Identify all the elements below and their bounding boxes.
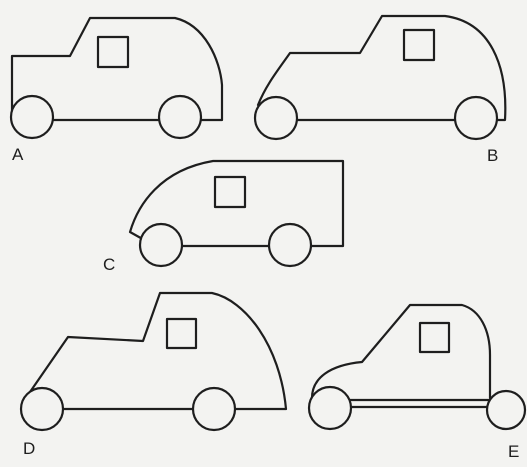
label-a: A (12, 146, 23, 163)
car-e-window (420, 323, 449, 352)
car-e-front-wheel (309, 387, 351, 429)
car-d-body (30, 293, 286, 409)
car-e-body (312, 305, 490, 398)
car-c-rear-wheel (269, 224, 311, 266)
car-d-front-wheel (21, 388, 63, 430)
car-b-front-wheel (255, 97, 297, 139)
car-d-window (167, 319, 196, 348)
car-a-rear-wheel (159, 96, 201, 138)
car-c-window (215, 177, 245, 207)
car-d (21, 293, 286, 430)
label-b: B (487, 147, 498, 164)
car-e-rear-wheel (487, 391, 525, 429)
label-c: C (103, 256, 115, 273)
car-a (11, 18, 222, 138)
car-b-window (404, 30, 434, 60)
car-a-front-wheel (11, 96, 53, 138)
car-d-rear-wheel (193, 388, 235, 430)
car-b (255, 16, 505, 139)
car-a-window (98, 37, 128, 67)
car-e (309, 305, 525, 429)
label-d: D (23, 440, 35, 457)
car-c (130, 161, 343, 266)
car-c-front-wheel (140, 224, 182, 266)
label-e: E (508, 443, 519, 460)
car-b-rear-wheel (455, 97, 497, 139)
